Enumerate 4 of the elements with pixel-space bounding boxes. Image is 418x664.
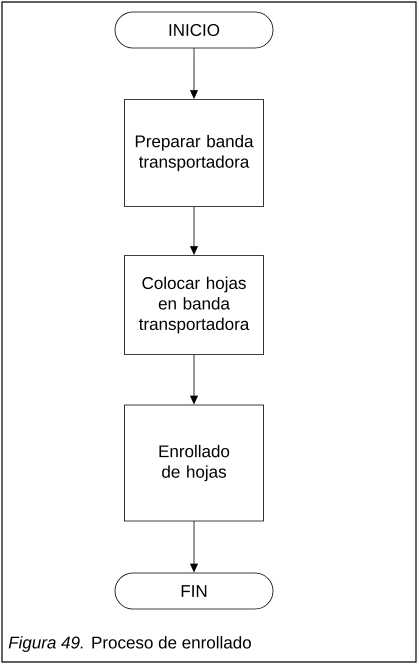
process-box: Enrollado de hojas — [124, 404, 264, 522]
process-box: Colocar hojas en banda transportadora — [124, 255, 264, 355]
process-box: Preparar banda transportadora — [124, 99, 264, 207]
caption: Figura 49. Proceso de enrollado — [8, 636, 251, 652]
